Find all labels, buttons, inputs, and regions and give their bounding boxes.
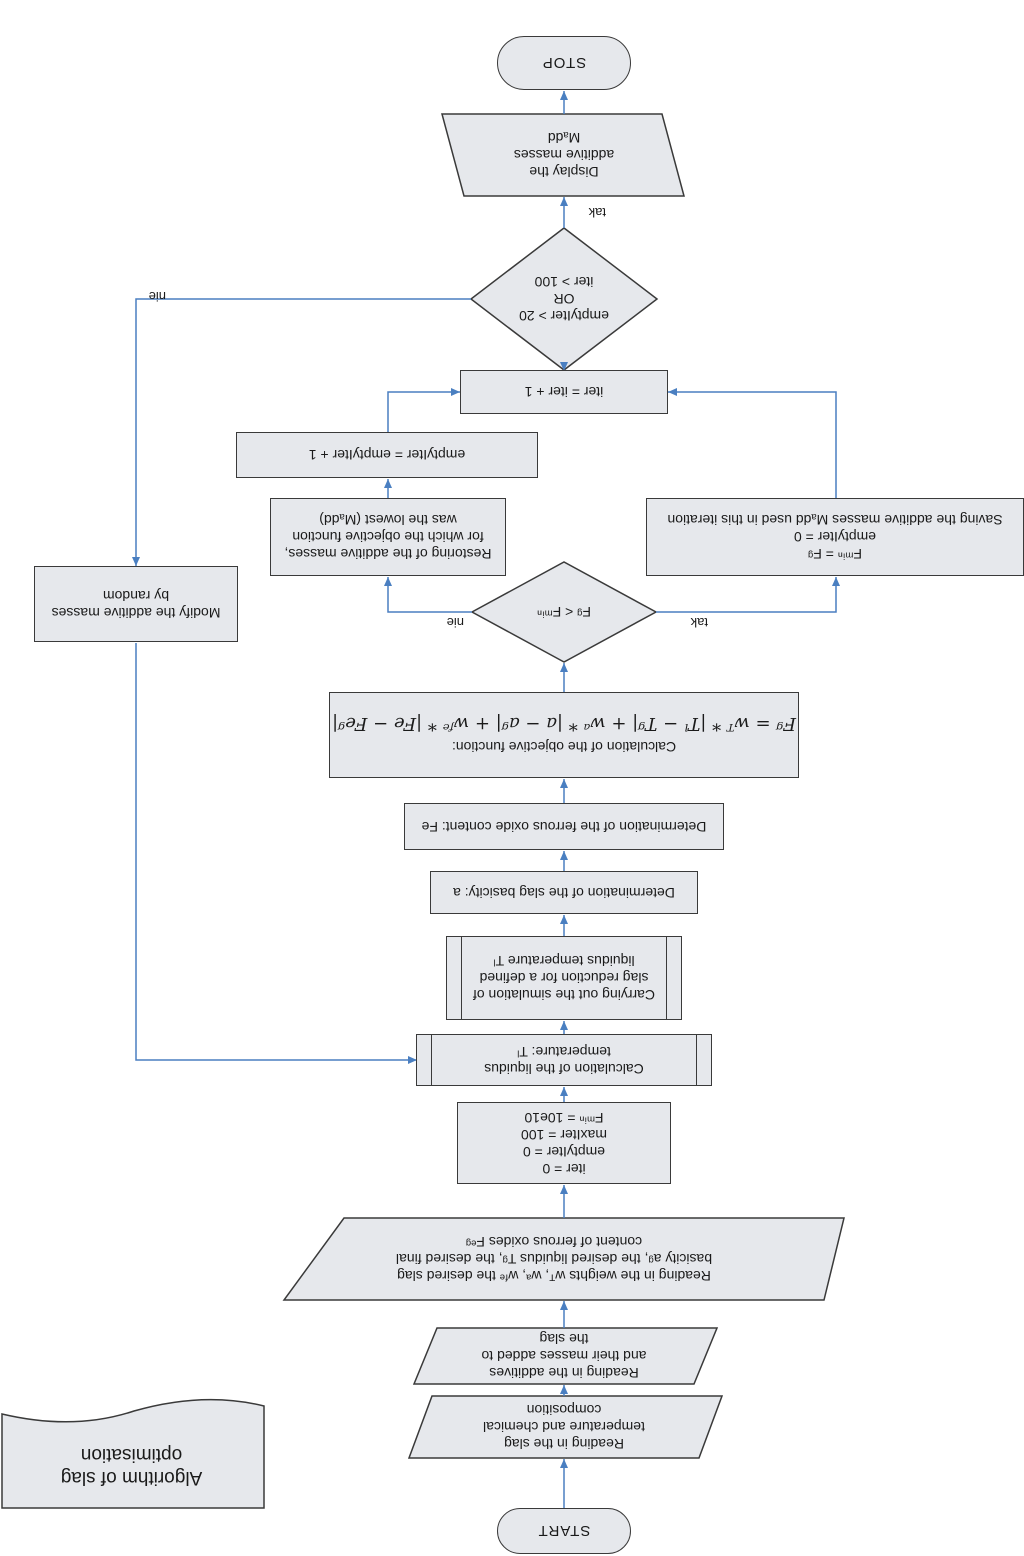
decision-end-line-2: OR — [553, 291, 575, 308]
read-slag-line-2: temperature and chemical — [483, 1419, 645, 1436]
arrow-saving-to-iter — [668, 388, 837, 498]
arrow-decision-end-no-to-modify — [132, 298, 471, 566]
calc-liquidus-subprocess: Calculation of the liquidus temperature:… — [416, 1034, 712, 1086]
restore-line-3: was the lowest (Mₐdd) — [319, 512, 457, 529]
saving-line-2: emptyIter = 0 — [793, 529, 877, 546]
stop-label: STOP — [541, 54, 587, 72]
read-weights-io: Reading in the weights wᵀ, wᵃ, wᶠᵉ the d… — [299, 1218, 809, 1300]
stop-terminal: STOP — [497, 36, 631, 90]
arrow-empty-to-iter — [387, 388, 460, 432]
simulation-subprocess: Carrying out the simulation of slag redu… — [446, 936, 682, 1020]
modify-line-1: Modify the additive masses — [51, 605, 221, 621]
calc-liquidus-line-1: Calculation of the liquidus — [484, 1061, 644, 1077]
display-line-3: Mₐdd — [547, 130, 581, 147]
empty-iter-increment-label: emptyIter = emptyIter + 1 — [308, 447, 466, 464]
display-shape — [441, 113, 685, 197]
decision-f-yes-label: tak — [690, 615, 708, 630]
read-additives-io: Reading in the additives and their masse… — [424, 1328, 704, 1384]
decision-f: Fᵍ < Fᵐⁱⁿ — [502, 598, 626, 626]
decision-end: emptyIter > 20 OR iter > 100 — [499, 267, 629, 331]
display-line-2: additive masses — [513, 147, 615, 164]
objective-label: Calculation of the objective function: — [451, 739, 677, 755]
read-slag-shape — [407, 1395, 724, 1459]
read-weights-line-3: content of ferrous oxides Fᵉᵍ — [465, 1234, 643, 1251]
read-weights-line-1: Reading in the weights wᵀ, wᵃ, wᶠᵉ the d… — [397, 1268, 711, 1285]
simulation-line-1: Carrying out the simulation of — [472, 987, 656, 1004]
start-label: START — [537, 1522, 591, 1540]
iter-increment: iter = iter + 1 — [460, 370, 668, 414]
decision-end-no-label: nie — [148, 289, 166, 304]
decision-f-label: Fᵍ < Fᵐⁱⁿ — [537, 604, 591, 621]
display-line-1: Display the — [529, 164, 599, 181]
modify-process: Modify the additive masses by random — [34, 566, 238, 642]
init-line-1: iter = 0 — [542, 1161, 586, 1177]
arrow-modify-to-liquidus — [135, 643, 417, 1064]
modify-line-2: by random — [102, 588, 170, 604]
basicity-process: Determination of the slag basicity: a — [430, 871, 698, 914]
restore-line-1: Restoring of the additive masses, — [284, 546, 492, 563]
read-additives-line-2: and their masses added to — [481, 1348, 647, 1365]
init-line-2: emptyIter = 0 — [522, 1144, 606, 1160]
init-line-3: maxIter = 100 — [521, 1127, 607, 1143]
decision-f-shape — [470, 561, 658, 663]
title-shape — [1, 1398, 265, 1509]
restore-line-2: for which the objective function — [292, 529, 484, 546]
calc-liquidus-line-2: temperature: Tˡ — [517, 1044, 611, 1060]
read-additives-shape — [412, 1327, 719, 1385]
basicity-label: Determination of the slag basicity: a — [453, 885, 675, 901]
init-process: iter = 0 emptyIter = 0 maxIter = 100 Fᵐⁱ… — [457, 1102, 671, 1184]
decision-end-line-3: iter > 100 — [534, 274, 594, 291]
simulation-line-3: liquidus temperature Tˡ — [493, 953, 635, 970]
objective-process: Calculation of the objective function: F… — [329, 692, 799, 778]
read-slag-line-3: composition — [526, 1402, 602, 1419]
arrow-decision-yes-to-saving — [656, 577, 840, 613]
objective-formula: Fᵍ = wᵀ * |Tˡ − Tᵍ| + wᵃ * |a − aᵍ| + wᶠ… — [332, 713, 797, 734]
read-weights-line-2: basicity aᵍ, the desired liquidus Tᵍ, th… — [395, 1251, 713, 1268]
saving-process: Fᵐⁱⁿ = Fᵍ emptyIter = 0 Saving the addit… — [646, 498, 1024, 576]
read-slag-line-1: Reading in the slag — [504, 1436, 624, 1453]
restore-process: Restoring of the additive masses, for wh… — [270, 498, 506, 576]
arrow-decision-no-to-restore — [384, 577, 472, 613]
diagram-title: Algorithm of slag optimisation — [9, 1429, 254, 1504]
init-line-4: Fᵐⁱⁿ = 10e10 — [524, 1110, 604, 1126]
read-additives-line-3: the slag — [539, 1331, 589, 1348]
ferrous-process: Determination of the ferrous oxide conte… — [404, 803, 724, 850]
decision-end-yes-label: tak — [588, 205, 606, 220]
read-weights-shape — [282, 1217, 845, 1301]
decision-end-line-1: emptyIter > 20 — [519, 308, 609, 325]
empty-iter-increment: emptyIter = emptyIter + 1 — [236, 432, 538, 478]
ferrous-label: Determination of the ferrous oxide conte… — [421, 819, 707, 835]
start-terminal: START — [497, 1508, 631, 1554]
read-slag-io: Reading in the slag temperature and chem… — [419, 1396, 709, 1458]
saving-line-3: Saving the additive masses Mₐdd used in … — [667, 512, 1003, 529]
title-text: Algorithm of slag optimisation — [60, 1444, 203, 1489]
read-additives-line-1: Reading in the additives — [489, 1365, 639, 1382]
iter-increment-label: iter = iter + 1 — [524, 384, 604, 401]
simulation-line-2: slag reduction for a defined — [479, 970, 649, 987]
saving-line-1: Fᵐⁱⁿ = Fᵍ — [808, 546, 862, 563]
display-output: Display the additive masses Mₐdd — [464, 114, 664, 196]
decision-f-no-label: nie — [446, 615, 464, 630]
